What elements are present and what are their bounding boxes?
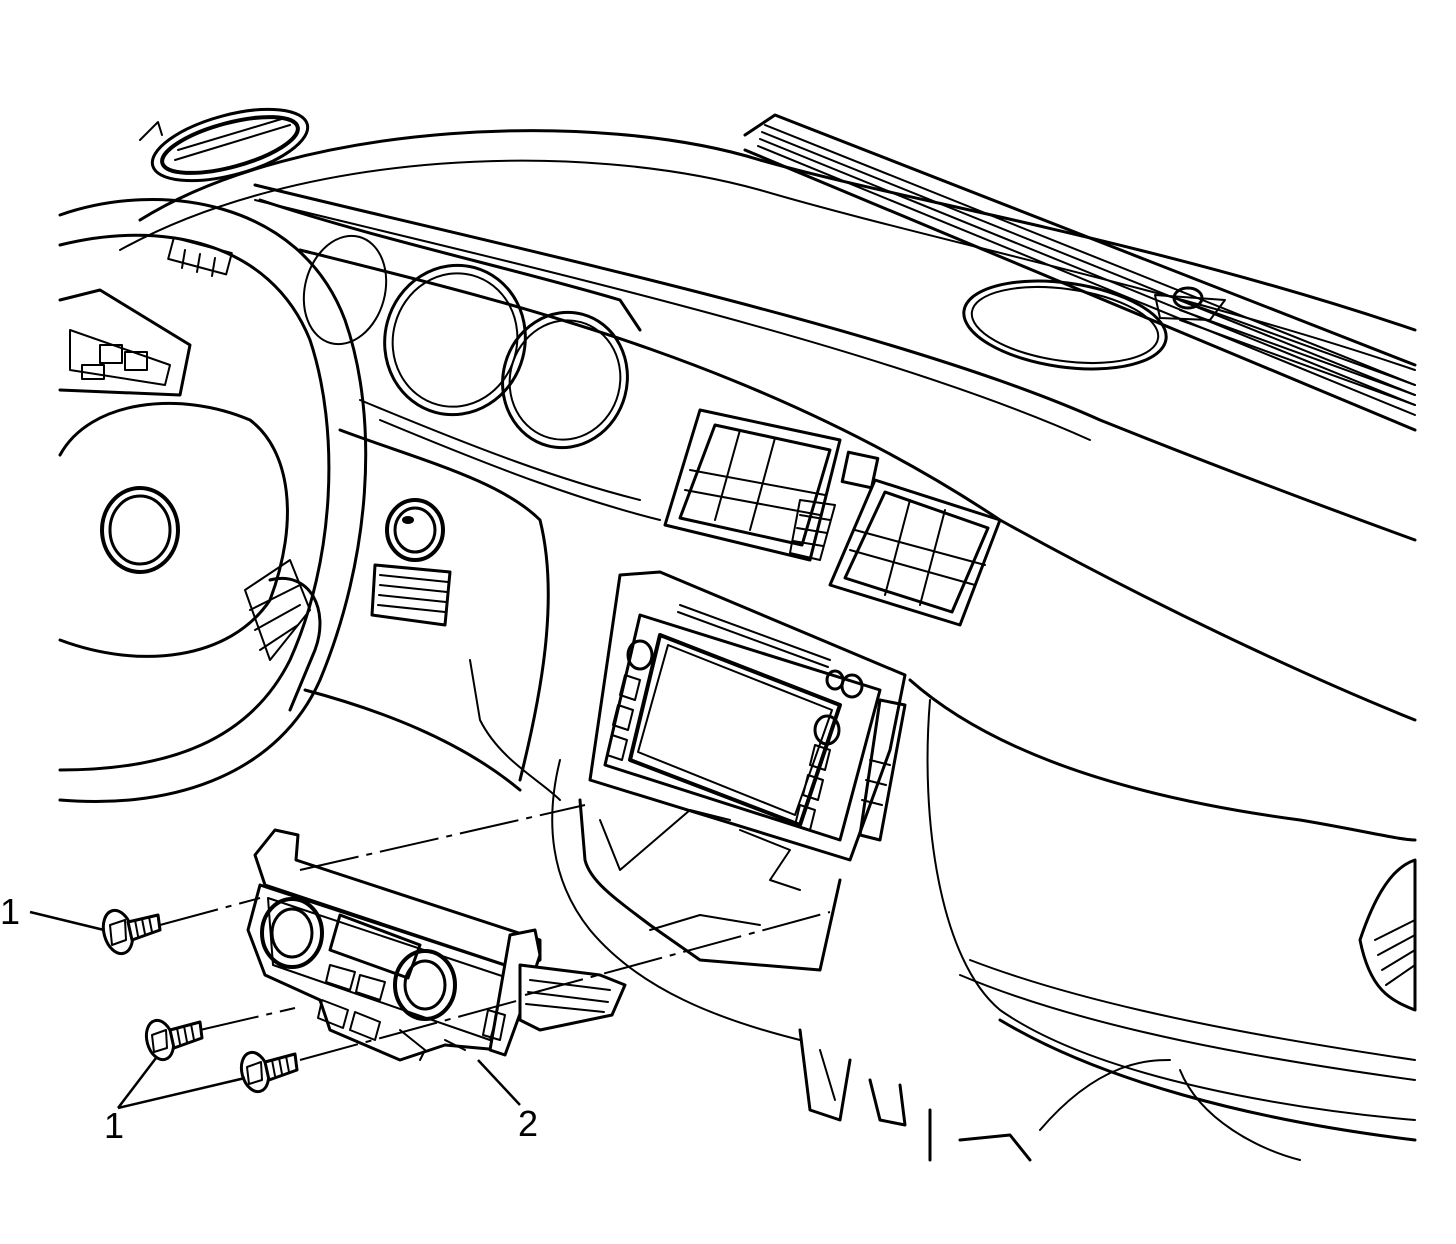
ignition-knob [385,498,445,562]
callout-label-1-left: 1 [0,891,20,932]
screw-bottom-lower [239,1050,299,1094]
center-vents [663,408,1002,627]
defroster-vent [743,113,1417,432]
instrument-cluster [258,198,661,521]
lower-brackets [798,1028,1301,1162]
control-opening [551,759,842,1041]
hvac-control-module [246,828,627,1062]
instrument-panel [119,129,1417,1142]
knee-bolster [303,428,561,801]
left-switch-panel [58,288,192,397]
screw-left [101,908,162,956]
left-top-vent [139,107,310,183]
callout-leaders [29,910,521,1110]
alignment-lines [159,804,831,1061]
screw-bottom-upper [144,1018,204,1062]
right-side-vent [1358,858,1417,1012]
left-lower-vent [370,563,452,627]
steering-wheel [58,198,368,803]
callout-label-1-bottom: 1 [104,1105,124,1146]
callout-label-2: 2 [518,1103,538,1144]
radio-navigation-unit [588,570,907,862]
